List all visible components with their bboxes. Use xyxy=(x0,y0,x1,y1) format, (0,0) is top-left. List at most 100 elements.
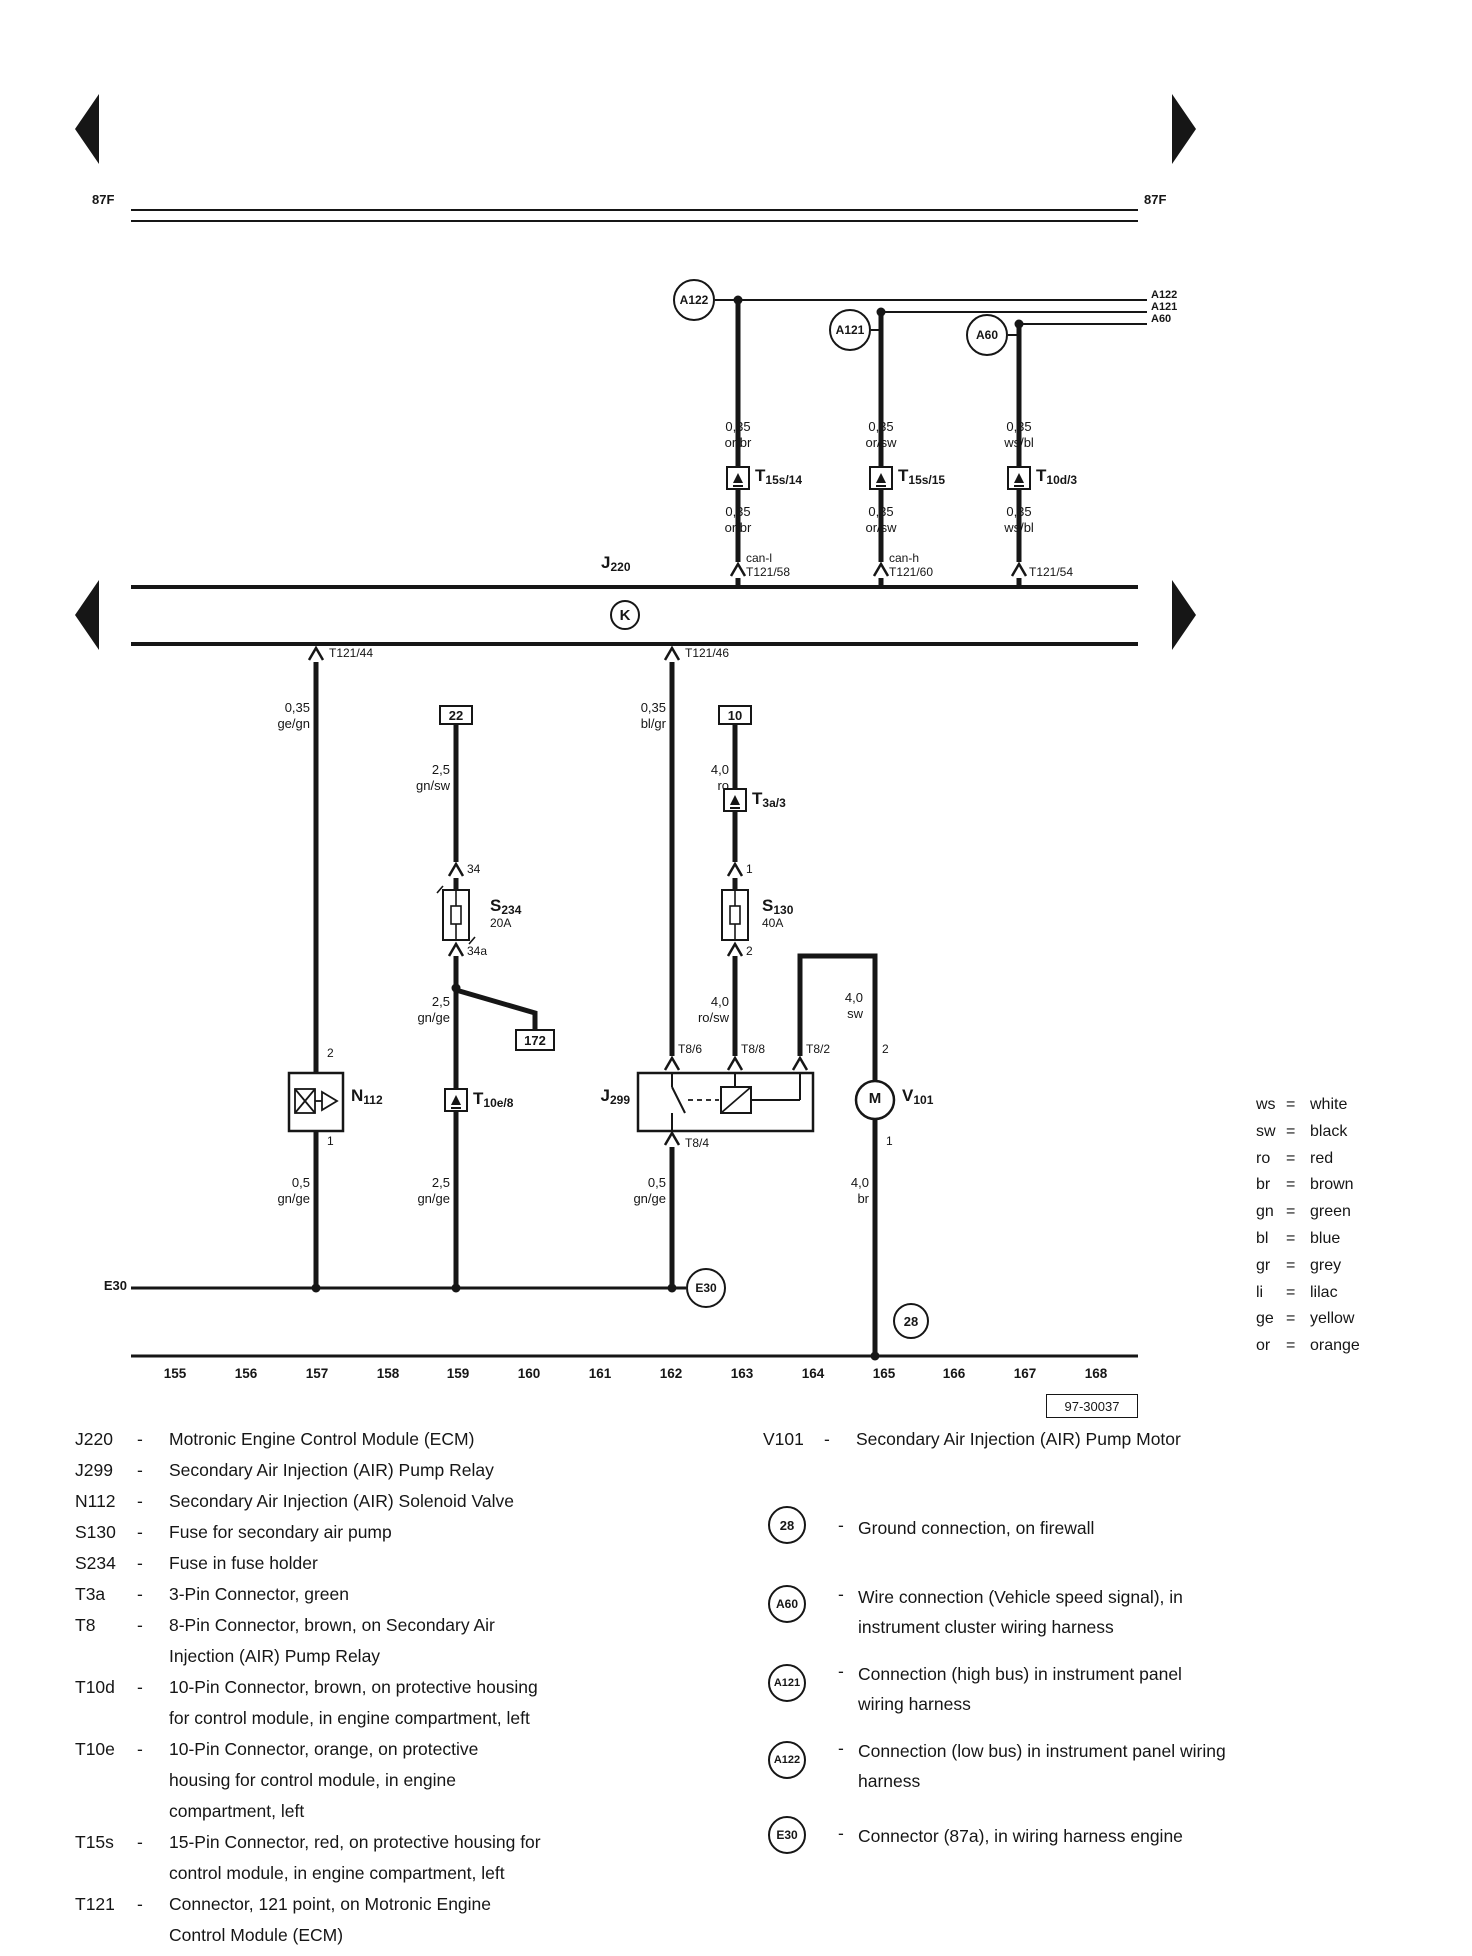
pin-label-t121-54: T121/54 xyxy=(1029,565,1074,579)
legend-item: T10e-10-Pin Connector, orange, on protec… xyxy=(75,1734,655,1827)
legend-item: N112-Secondary Air Injection (AIR) Solen… xyxy=(75,1486,655,1517)
legend-key: T3a xyxy=(75,1584,106,1604)
grid-number: 156 xyxy=(234,1366,258,1381)
pin-label: 2 xyxy=(746,944,753,958)
color-row: bl=blue xyxy=(1256,1229,1341,1247)
fuse-icon xyxy=(721,889,749,941)
color-row: ro=red xyxy=(1256,1149,1334,1167)
wire-label: 4,0 sw xyxy=(844,990,863,1021)
legend-desc: Wire connection (Vehicle speed signal), … xyxy=(858,1587,1183,1637)
legend-desc: Secondary Air Injection (AIR) Pump Motor xyxy=(856,1429,1181,1449)
connector-icon xyxy=(444,1088,468,1112)
pin-label-t121-60: can-h T121/60 xyxy=(889,551,934,579)
can-junction-lines xyxy=(715,299,1147,336)
grid-number: 163 xyxy=(730,1366,754,1381)
color-row: gr=grey xyxy=(1256,1256,1342,1274)
relay-control-wire xyxy=(663,662,681,1072)
grid-number: 158 xyxy=(376,1366,400,1381)
legend-item: T121-Connector, 121 point, on Motronic E… xyxy=(75,1889,655,1951)
wire-label: 0,35 ws/bl xyxy=(1004,419,1034,450)
legend-desc: 10-Pin Connector, brown, on protective h… xyxy=(169,1677,538,1728)
legend-key: S130 xyxy=(75,1522,116,1542)
e30-rail-label: E30 xyxy=(103,1278,127,1293)
rail-87f-label-right: 87F xyxy=(1144,192,1167,207)
e30-circle: E30 xyxy=(686,1268,726,1308)
legend-key: N112 xyxy=(75,1491,116,1511)
ground-circle-28: 28 xyxy=(893,1303,929,1339)
legend-item: T10d-10-Pin Connector, brown, on protect… xyxy=(75,1672,655,1734)
pin-label: 1 xyxy=(746,862,753,876)
grid-number: 166 xyxy=(942,1366,966,1381)
rail-87f-label-left: 87F xyxy=(92,192,115,207)
can-stack-label-a121: A121 xyxy=(1151,301,1178,313)
color-row: ge=yellow xyxy=(1256,1310,1355,1328)
connector-label-t10d3: T10d/3 xyxy=(1036,466,1078,487)
legend-item: J220-Motronic Engine Control Module (ECM… xyxy=(75,1424,655,1455)
legend-circle-e30: E30 xyxy=(768,1816,806,1854)
solenoid-valve-icon xyxy=(294,1088,339,1114)
legend-item: S234-Fuse in fuse holder xyxy=(75,1548,655,1579)
legend-desc: Fuse in fuse holder xyxy=(169,1553,318,1573)
connector-label-t3a3: T3a/3 xyxy=(752,789,786,810)
pin-label-t121-44: T121/44 xyxy=(329,646,374,660)
wire-ref-box-10: 10 xyxy=(718,705,752,725)
socket-arrow-icon xyxy=(663,1131,681,1147)
wire-label: 0,35 bl/gr xyxy=(640,700,666,731)
legend-desc: 8-Pin Connector, brown, on Secondary Air… xyxy=(169,1615,495,1666)
legend-key: T8 xyxy=(75,1615,96,1635)
legend-desc: Ground connection, on firewall xyxy=(858,1518,1095,1538)
relay-j299-symbol xyxy=(636,1071,815,1288)
connector-label-t15s14: T15s/14 xyxy=(755,466,803,487)
grid-number: 160 xyxy=(517,1366,541,1381)
wire-label: 0,5 gn/ge xyxy=(633,1175,666,1206)
wire-label: 0,35 ge/gn xyxy=(277,700,310,731)
wire-label: 2,5 gn/ge xyxy=(417,994,450,1025)
page-continuation-arrow-icons xyxy=(75,94,1196,650)
legend-circle-a121: A121 xyxy=(768,1664,806,1702)
component-label-j220: J220 xyxy=(601,553,631,574)
pin-label: 1 xyxy=(327,1134,334,1148)
bus-circle-k: K xyxy=(610,600,640,630)
legend-key: T121 xyxy=(75,1894,115,1914)
legend-key: V101 xyxy=(763,1429,804,1449)
pin-label-t8-8: T8/8 xyxy=(741,1042,766,1056)
wire-label: 0,35 or/br xyxy=(724,419,752,450)
legend-item: T8-8-Pin Connector, brown, on Secondary … xyxy=(75,1610,655,1672)
motor-feed-wire xyxy=(791,953,878,1081)
motor-v101-symbol xyxy=(854,1079,896,1356)
grid-number: 167 xyxy=(1013,1366,1037,1381)
pin-label-34a: 34a xyxy=(467,944,488,958)
component-label-n112: N112 xyxy=(351,1086,383,1107)
wire-label: 0,35 or/sw xyxy=(865,419,897,450)
grid-number: 162 xyxy=(659,1366,683,1381)
legend-desc: Connection (high bus) in instrument pane… xyxy=(858,1664,1182,1714)
grid-number: 165 xyxy=(872,1366,896,1381)
legend-circle-28: 28 xyxy=(768,1506,806,1544)
grid-number: 155 xyxy=(163,1366,187,1381)
diagram-ref-box: 97-30037 xyxy=(1046,1394,1138,1418)
wire-color-legend: ws=white sw=black ro=red br=brown gn=gre… xyxy=(1256,1092,1360,1360)
legend-key: T10d xyxy=(75,1677,115,1697)
color-row: sw=black xyxy=(1256,1122,1348,1140)
color-row: ws=white xyxy=(1256,1096,1348,1113)
wire-label: 4,0 ro/sw xyxy=(697,994,729,1025)
fuse-rating-label: 40A xyxy=(762,916,784,930)
pin-label: 2 xyxy=(882,1042,889,1056)
can-stack-label-a122: A122 xyxy=(1151,289,1178,301)
component-label-j299: J299 xyxy=(600,1086,631,1107)
pin-label-34: 34 xyxy=(467,862,481,876)
can-bus-wires xyxy=(735,300,1022,587)
pin-label-t8-4: T8/4 xyxy=(685,1136,710,1150)
socket-arrow-icon xyxy=(447,942,465,958)
socket-arrow-icon xyxy=(447,862,465,878)
wire-label: 2,5 gn/ge xyxy=(417,1175,450,1206)
legend-key: T15s xyxy=(75,1832,114,1852)
fuse-icon xyxy=(442,889,470,941)
component-legend-left: J220-Motronic Engine Control Module (ECM… xyxy=(75,1424,655,1951)
legend-desc: Motronic Engine Control Module (ECM) xyxy=(169,1429,475,1449)
connector-label-t10e8: T10e/8 xyxy=(473,1089,514,1110)
e30-rail xyxy=(131,1283,686,1293)
legend-desc: Connector (87a), in wiring harness engin… xyxy=(858,1826,1183,1846)
legend-circle-a122: A122 xyxy=(768,1741,806,1779)
